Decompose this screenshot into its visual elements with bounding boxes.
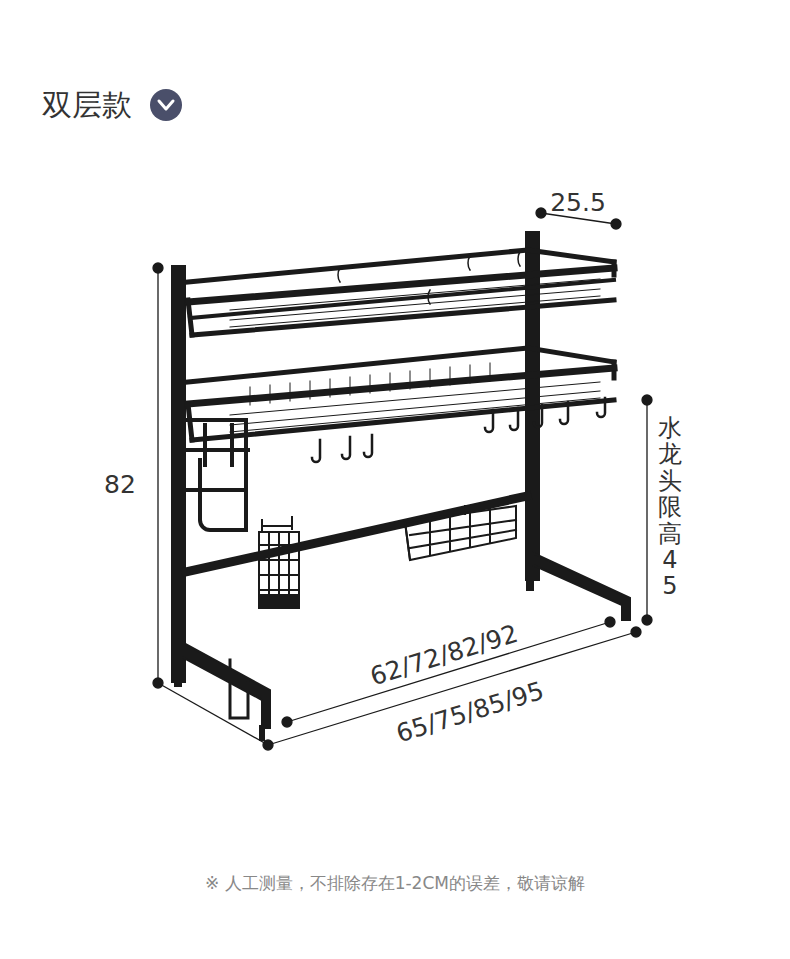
dimension-lines <box>153 208 652 750</box>
chevron-icon <box>150 89 182 121</box>
faucet-height-limit: 水龙头限高45 <box>658 415 682 600</box>
inner-width-dimension: 62/72/82/92 <box>367 619 521 691</box>
outer-width-dimension: 65/75/85/95 <box>393 676 547 748</box>
height-dimension: 82 <box>104 470 136 499</box>
depth-dimension: 25.5 <box>550 188 606 217</box>
page-title: 双层款 <box>42 88 132 122</box>
measurement-note: ※ 人工测量，不排除存在1-2CM的误差，敬请谅解 <box>205 872 585 895</box>
